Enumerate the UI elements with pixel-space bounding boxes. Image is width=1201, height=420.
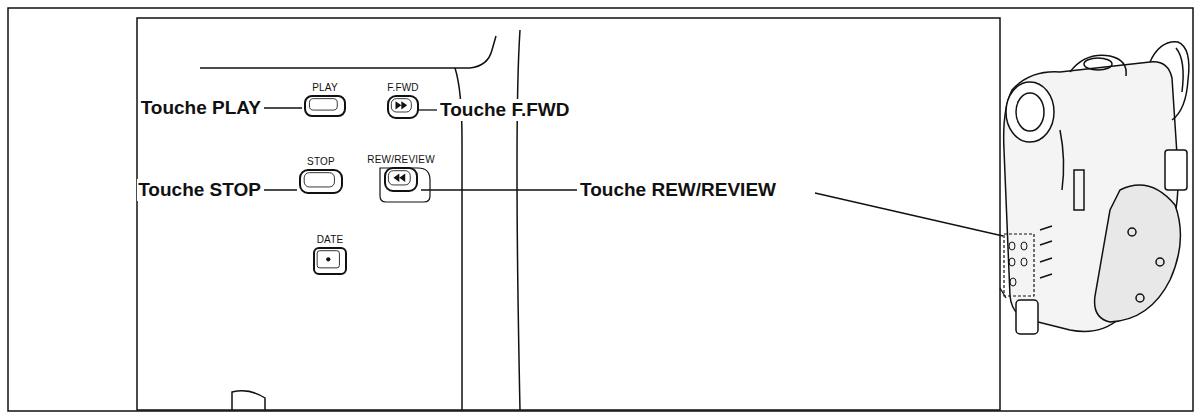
detail-marker <box>1004 234 1034 296</box>
button-name: DATE <box>317 234 344 245</box>
detail-panel <box>137 18 1000 410</box>
outer-frame <box>8 8 1193 411</box>
body-contour <box>200 30 520 410</box>
push-button <box>299 169 343 194</box>
button-name: REW/REVIEW <box>367 154 435 165</box>
push-button <box>304 95 346 117</box>
push-button <box>384 167 418 192</box>
button-name: PLAY <box>312 82 338 93</box>
push-button <box>313 247 347 275</box>
button-callout: Touche STOP <box>137 179 262 201</box>
button-callout: Touche REW/REVIEW <box>579 179 777 201</box>
button-node: F.FWD <box>387 82 419 119</box>
button-callout: Touche PLAY <box>140 97 262 119</box>
button-callout: Touche F.FWD <box>439 99 570 121</box>
button-node: DATE <box>313 234 347 275</box>
button-node: REW/REVIEW <box>367 154 435 192</box>
button-node: PLAY <box>304 82 346 117</box>
button-name: F.FWD <box>387 82 419 93</box>
leader-lines <box>264 108 1006 298</box>
button-node: STOP <box>299 156 343 194</box>
push-button <box>387 95 419 119</box>
button-name: STOP <box>307 156 335 167</box>
camcorder-drawing <box>1004 42 1189 334</box>
button-surround <box>380 168 430 202</box>
mini-buttons <box>1009 242 1027 286</box>
